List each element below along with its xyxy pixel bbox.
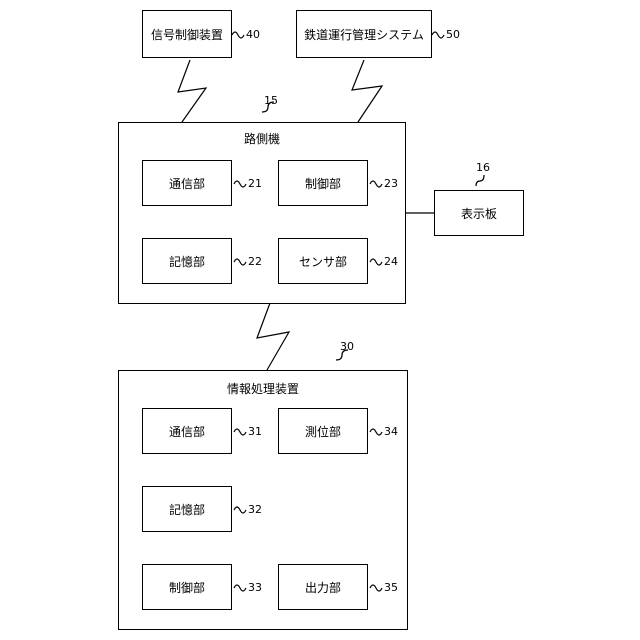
wayside-sensor-box: センサ部 [278,238,368,284]
info-control-box: 制御部 [142,564,232,610]
info-comm-ref: 31 [248,425,262,438]
signal-control-ref: 40 [246,28,260,41]
leader-40 [232,32,244,38]
info-output-label: 出力部 [305,579,341,596]
wireless-link-railway-mgmt [352,60,382,122]
wayside-storage-label: 記憶部 [169,253,205,270]
display-board-box: 表示板 [434,190,524,236]
info-comm-label: 通信部 [169,423,205,440]
wayside-sensor-label: センサ部 [299,253,347,270]
info-control-label: 制御部 [169,579,205,596]
wayside-control-box: 制御部 [278,160,368,206]
railway-mgmt-label: 鉄道運行管理システム [304,26,424,43]
railway-mgmt-ref: 50 [446,28,460,41]
info-positioning-ref: 34 [384,425,398,438]
info-device-title: 情報処理装置 [118,380,408,397]
wireless-link-signal-control [178,60,206,122]
info-positioning-label: 測位部 [305,423,341,440]
info-output-box: 出力部 [278,564,368,610]
wayside-storage-box: 記憶部 [142,238,232,284]
info-output-ref: 35 [384,581,398,594]
wayside-unit-title: 路側機 [118,130,406,147]
leader-16 [476,175,484,186]
info-positioning-box: 測位部 [278,408,368,454]
signal-control-box: 信号制御装置 [142,10,232,58]
wayside-comm-box: 通信部 [142,160,232,206]
wayside-comm-label: 通信部 [169,175,205,192]
display-board-ref: 16 [476,161,490,174]
signal-control-label: 信号制御装置 [151,26,223,43]
info-storage-box: 記憶部 [142,486,232,532]
leader-50 [432,32,444,38]
info-device-ref: 30 [340,340,354,353]
wayside-sensor-ref: 24 [384,255,398,268]
wayside-comm-ref: 21 [248,177,262,190]
wayside-storage-ref: 22 [248,255,262,268]
info-storage-ref: 32 [248,503,262,516]
info-control-ref: 33 [248,581,262,594]
info-comm-box: 通信部 [142,408,232,454]
wayside-control-label: 制御部 [305,175,341,192]
display-board-label: 表示板 [461,205,497,222]
railway-mgmt-box: 鉄道運行管理システム [296,10,432,58]
wireless-link-info-device [257,303,289,370]
info-storage-label: 記憶部 [169,501,205,518]
wayside-unit-ref: 15 [264,94,278,107]
wayside-control-ref: 23 [384,177,398,190]
